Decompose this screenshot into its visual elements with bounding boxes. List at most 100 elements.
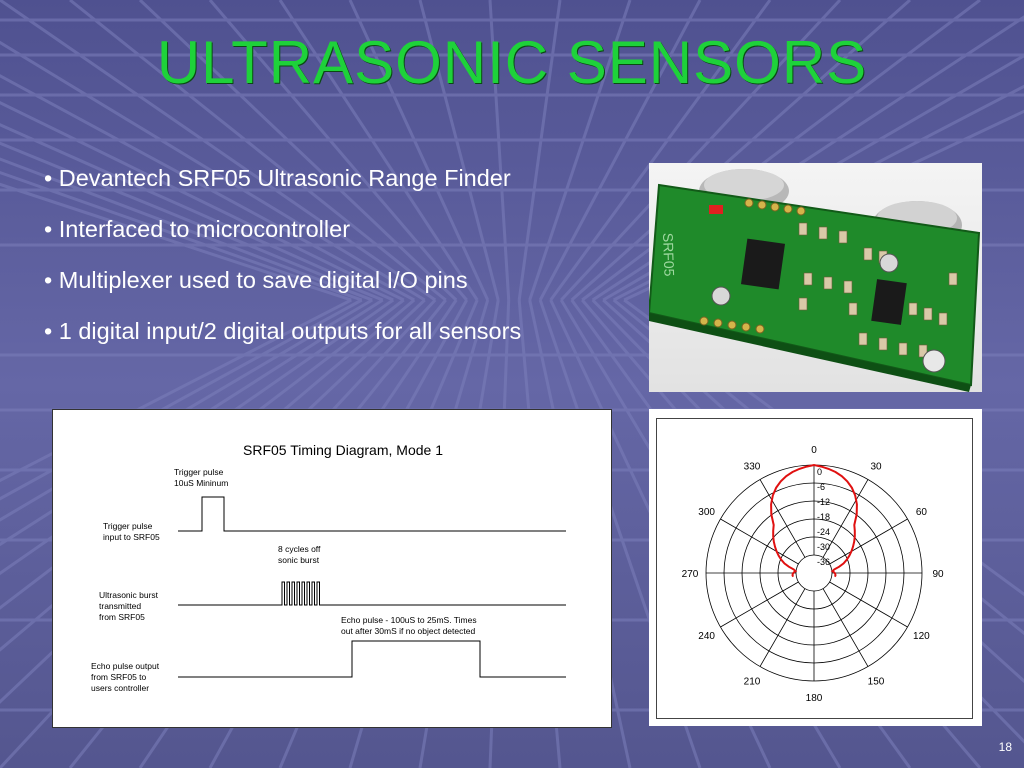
solder-pad — [699, 316, 709, 326]
bullet-item: • Multiplexer used to save digital I/O p… — [44, 267, 468, 293]
smd-component — [898, 342, 908, 356]
bg-grid-line — [549, 0, 772, 301]
polar-angle-label: 300 — [698, 507, 715, 518]
bg-grid-line — [0, 0, 437, 302]
polar-radial-label: -30 — [817, 542, 830, 552]
solder-pad — [744, 198, 754, 208]
polar-radial-label: -24 — [817, 527, 830, 537]
polar-grid-spoke — [759, 479, 806, 558]
echo-annotation: Echo pulse - 100uS to 25mS. Times out af… — [341, 615, 479, 636]
solder-pad — [727, 320, 737, 330]
echo-waveform — [178, 640, 566, 678]
polar-angle-label: 270 — [682, 569, 699, 580]
solder-pad — [796, 206, 806, 216]
polar-grid-spoke — [759, 588, 806, 667]
polar-grid-spoke — [822, 588, 869, 667]
solder-pad — [770, 202, 780, 212]
polar-angle-label: 180 — [806, 693, 823, 704]
bullet-list: • Devantech SRF05 Ultrasonic Range Finde… — [44, 160, 644, 364]
burst-row-label: Ultrasonic burst transmitted from SRF05 — [99, 590, 160, 622]
bg-grid-line — [0, 157, 373, 302]
solder-pad — [757, 200, 767, 210]
bg-grid-line — [0, 298, 384, 547]
trigger-row-label: Trigger pulse input to SRF05 — [103, 521, 160, 542]
smd-component — [858, 332, 868, 346]
bg-grid-line — [69, 0, 447, 302]
bg-grid-line — [0, 141, 384, 302]
polar-grid-spoke — [829, 518, 908, 565]
bg-grid-line — [0, 298, 373, 522]
trigger-waveform — [178, 496, 566, 532]
bg-grid-line — [0, 182, 352, 302]
bg-grid-line — [538, 0, 702, 301]
timing-diagram: SRF05 Timing Diagram, Mode 1 Trigger pul… — [52, 409, 612, 728]
smd-component — [823, 276, 833, 290]
polar-angle-label: 240 — [698, 631, 715, 642]
smd-component — [878, 337, 888, 351]
echo-row-label: Echo pulse output from SRF05 to users co… — [91, 661, 161, 693]
bg-grid-line — [0, 298, 363, 501]
bg-grid-line — [0, 123, 394, 302]
smd-component — [818, 226, 828, 240]
page-number: 18 — [998, 740, 1012, 754]
bg-grid-line — [560, 0, 842, 302]
bullet-item: • 1 digital input/2 digital outputs for … — [44, 318, 522, 344]
smd-component — [798, 297, 808, 311]
smd-component — [938, 312, 948, 326]
bg-grid-line — [0, 171, 363, 302]
bg-grid-line — [517, 0, 562, 301]
bg-grid-line — [528, 0, 632, 301]
bg-grid-line — [488, 0, 511, 301]
burst-annotation: 8 cycles off sonic burst — [278, 544, 323, 565]
timing-diagram-title: SRF05 Timing Diagram, Mode 1 — [243, 442, 443, 458]
bg-grid-line — [0, 100, 405, 302]
polar-grid-spoke — [720, 581, 799, 628]
bg-grid-line — [138, 0, 458, 302]
polar-angle-label: 330 — [744, 462, 761, 473]
bullet-item: • Devantech SRF05 Ultrasonic Range Finde… — [44, 165, 511, 191]
polar-radial-label: -12 — [817, 497, 830, 507]
smd-component — [843, 280, 853, 294]
smd-component — [838, 230, 848, 244]
polar-angle-label: 120 — [913, 631, 930, 642]
smd-component — [803, 272, 813, 286]
polar-angle-label: 30 — [870, 462, 882, 473]
smd-component — [908, 302, 918, 316]
smd-component — [798, 222, 808, 236]
bg-grid-line — [570, 0, 911, 302]
srf05-board-illustration: SRF05 — [647, 169, 981, 392]
bg-grid-line — [278, 0, 479, 301]
bg-grid-line — [418, 0, 500, 301]
polar-angle-label: 90 — [932, 569, 944, 580]
bg-grid-line — [0, 298, 352, 483]
bg-grid-line — [581, 0, 981, 302]
bg-grid-line — [208, 0, 468, 301]
polar-radial-label: -18 — [817, 512, 830, 522]
slide-title: ULTRASONIC SENSORS — [156, 29, 868, 96]
polar-grid-spoke — [822, 479, 869, 558]
bg-grid-line — [0, 74, 415, 302]
smd-component — [948, 272, 958, 286]
bg-grid-line — [0, 40, 426, 302]
polar-angle-label: 150 — [868, 676, 885, 687]
beam-pattern-curve — [770, 463, 858, 578]
polar-grid-spoke — [720, 518, 799, 565]
board-label: SRF05 — [660, 233, 678, 277]
smd-component — [923, 307, 933, 321]
smd-component — [918, 344, 928, 358]
sensor-photo: SRF05 — [647, 163, 982, 392]
trigger-annotation: Trigger pulse 10uS Mininum — [174, 467, 228, 488]
solder-pad — [783, 204, 793, 214]
polar-angle-label: 210 — [744, 676, 761, 687]
solder-pad — [755, 324, 765, 334]
burst-waveform — [178, 581, 566, 606]
polar-angle-label: 60 — [916, 507, 928, 518]
smd-component — [848, 302, 858, 316]
polar-grid-spoke — [829, 581, 908, 628]
led-icon — [709, 205, 723, 214]
smd-component — [863, 247, 873, 261]
polar-radial-label: -36 — [817, 557, 830, 567]
solder-pad — [741, 322, 751, 332]
